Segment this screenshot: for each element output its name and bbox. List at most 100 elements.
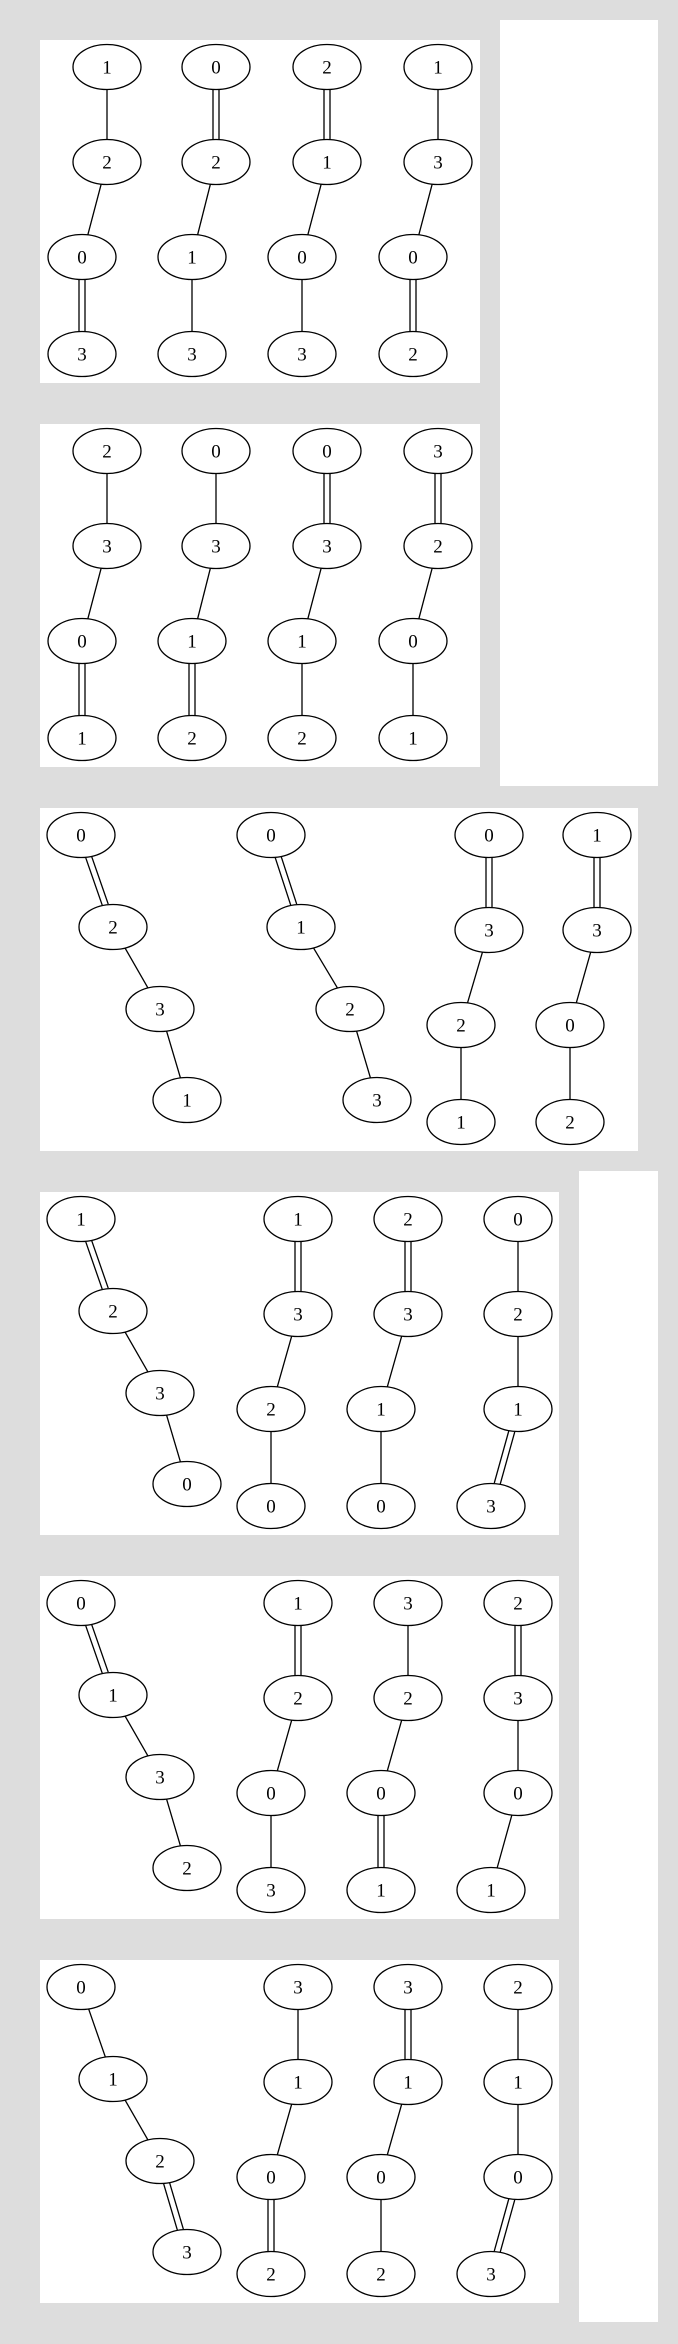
node-label: 1 <box>293 1210 303 1231</box>
graph-node: 1 <box>426 1098 496 1146</box>
node-label: 1 <box>486 1881 496 1902</box>
graph-node: 1 <box>373 2058 443 2106</box>
node-label: 0 <box>408 248 418 269</box>
double-edge <box>485 857 493 908</box>
node-label: 1 <box>296 918 306 939</box>
graph-node: 1 <box>483 1385 553 1433</box>
node-ellipse <box>346 2153 416 2201</box>
node-ellipse <box>483 1385 553 1433</box>
graph-node: 1 <box>267 617 337 665</box>
node-label: 2 <box>297 729 307 750</box>
node-label: 2 <box>345 1000 355 1021</box>
node-ellipse <box>346 1866 416 1914</box>
node-ellipse <box>378 714 448 762</box>
graph-node: 1 <box>157 617 227 665</box>
graph-node: 0 <box>483 1195 553 1243</box>
node-ellipse <box>47 714 117 762</box>
node-ellipse <box>181 522 251 570</box>
graph-node: 1 <box>263 2058 333 2106</box>
edge-line <box>499 2199 516 2253</box>
node-label: 3 <box>187 345 197 366</box>
double-edge <box>274 855 298 907</box>
graph-node: 2 <box>78 903 148 951</box>
graph-node: 3 <box>152 2228 222 2276</box>
double-edge <box>294 1625 302 1676</box>
double-edge <box>294 1241 302 1292</box>
node-label: 0 <box>408 632 418 653</box>
graph-node: 0 <box>46 1963 116 2011</box>
graph-node: 3 <box>456 2250 526 2298</box>
double-edge <box>377 1815 385 1868</box>
node-ellipse <box>263 2058 333 2106</box>
node-label: 1 <box>592 826 602 847</box>
single-edge <box>312 947 339 989</box>
node-label: 1 <box>376 1400 386 1421</box>
graph-node: 0 <box>47 617 117 665</box>
node-ellipse <box>378 233 448 281</box>
node-ellipse <box>181 138 251 186</box>
edge-line <box>85 1625 104 1675</box>
node-label: 0 <box>297 248 307 269</box>
graph-node: 1 <box>263 1195 333 1243</box>
graph-node: 2 <box>157 714 227 762</box>
graph-node: 3 <box>454 906 524 954</box>
node-label: 0 <box>211 58 221 79</box>
graph-node: 2 <box>125 2137 195 2185</box>
graph-node: 3 <box>403 138 473 186</box>
double-edge <box>85 855 109 907</box>
node-label: 0 <box>322 442 332 463</box>
node-label: 1 <box>403 2073 413 2094</box>
node-label: 1 <box>433 58 443 79</box>
node-ellipse <box>267 330 337 378</box>
graph: 0 3 1 2 <box>157 427 251 762</box>
node-label: 3 <box>486 2265 496 2286</box>
node-label: 0 <box>211 442 221 463</box>
graph-node: 1 <box>46 1195 116 1243</box>
node-label: 2 <box>513 1978 523 1999</box>
node-ellipse <box>456 1482 526 1530</box>
graph-node: 3 <box>562 906 632 954</box>
graph-node: 2 <box>152 1844 222 1892</box>
node-label: 3 <box>592 921 602 942</box>
node-label: 1 <box>293 2073 303 2094</box>
single-edge <box>165 1414 182 1463</box>
edge-line <box>312 947 339 989</box>
node-label: 3 <box>155 1384 165 1405</box>
node-label: 3 <box>211 537 221 558</box>
node-label: 3 <box>433 153 443 174</box>
graph-node: 0 <box>236 1769 306 1817</box>
double-edge <box>78 663 86 716</box>
node-label: 3 <box>433 442 443 463</box>
node-ellipse <box>403 43 473 91</box>
node-ellipse <box>346 2250 416 2298</box>
graph-node: 1 <box>263 1579 333 1627</box>
node-ellipse <box>535 1098 605 1146</box>
graph-node: 2 <box>292 43 362 91</box>
edge-line <box>493 1430 510 1484</box>
node-label: 2 <box>108 918 118 939</box>
node-ellipse <box>125 985 195 1033</box>
node-label: 3 <box>486 1497 496 1518</box>
graph-node: 3 <box>125 1753 195 1801</box>
single-edge <box>575 951 592 1004</box>
node-label: 1 <box>187 248 197 269</box>
graph-node: 3 <box>373 1290 443 1338</box>
single-edge <box>196 568 212 619</box>
edge-line <box>575 951 592 1004</box>
edge-line <box>276 1335 293 1388</box>
node-ellipse <box>373 1963 443 2011</box>
node-ellipse <box>346 1385 416 1433</box>
node-label: 0 <box>513 1210 523 1231</box>
edge-line <box>88 2008 106 2058</box>
